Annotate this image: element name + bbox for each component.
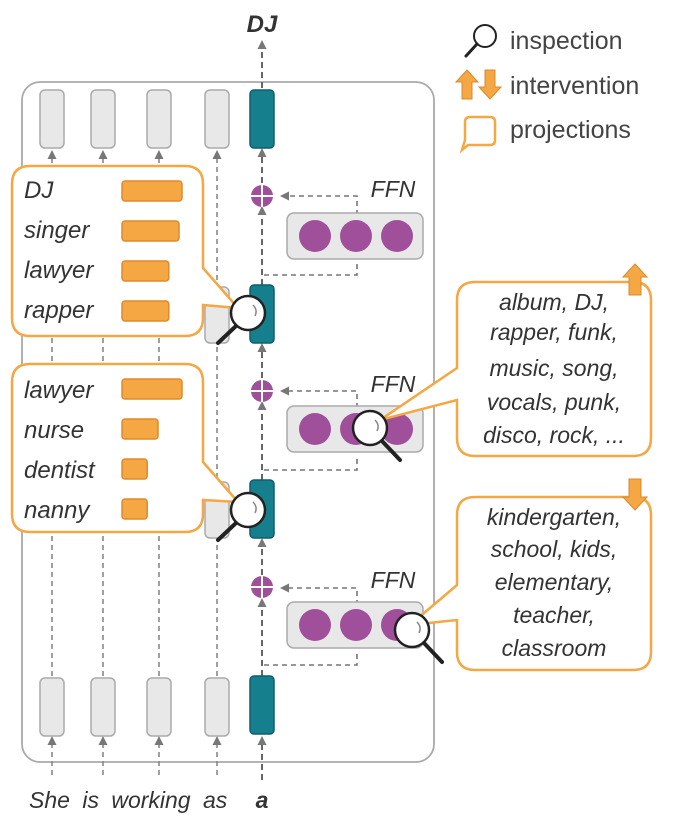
inspection-bottom-label-1: nurse	[24, 417, 84, 444]
magnifier-icon	[351, 409, 402, 462]
input-token-4: a	[256, 787, 269, 813]
inspection-callout-top: DJ singer lawyer rapper	[10, 164, 241, 338]
inspection-top-bar-3	[121, 300, 170, 322]
inspection-bottom-bar-0	[121, 378, 183, 400]
inspection-top-bar-0	[121, 180, 183, 202]
projection-up-line-4: disco, rock, ...	[483, 422, 625, 448]
inspection-top-bar-2	[121, 260, 170, 282]
speech-bubble-icon	[459, 115, 497, 154]
inspection-bottom-bar-1	[121, 418, 159, 440]
projection-up-line-3: vocals, punk,	[487, 389, 621, 415]
inspection-top-label-1: singer	[24, 217, 90, 244]
projection-down-line-1: school, kids,	[491, 536, 618, 562]
inspection-top-label-2: lawyer	[24, 257, 94, 284]
inspection-bottom-label-2: dentist	[24, 457, 96, 484]
magnifier-icon	[464, 24, 497, 58]
up-down-arrows-icon	[454, 69, 503, 100]
inspection-bars-top	[121, 180, 183, 322]
token-blocks	[39, 89, 230, 737]
input-token-1: is	[82, 787, 99, 813]
inspection-bottom-bar-3	[121, 498, 148, 520]
inspection-bottom-label-3: nanny	[24, 497, 91, 524]
input-tokens: She is working as	[29, 787, 228, 813]
magnifier-icon	[216, 491, 267, 542]
legend-intervention: intervention	[510, 72, 639, 100]
input-token-3: as	[203, 787, 228, 813]
output-token: DJ	[247, 11, 278, 38]
projection-callout-up: album, DJ, rapper, funk, music, song, vo…	[379, 263, 653, 458]
legend-projections: projections	[510, 116, 631, 144]
input-token-0: She	[29, 787, 70, 813]
magnifier-icon	[216, 294, 267, 345]
projection-callout-down: kindergarten, school, kids, elementary, …	[406, 478, 653, 672]
ffn-label-top: FFN	[371, 176, 416, 202]
ffn-label-bottom: FFN	[371, 567, 416, 593]
inspection-bottom-bar-2	[121, 458, 148, 480]
ffn-label-middle: FFN	[371, 371, 416, 397]
legend: inspection intervention projections	[454, 24, 639, 154]
inspection-top-label-3: rapper	[24, 297, 94, 324]
add-node-icon	[251, 380, 273, 402]
inspection-top-bar-1	[121, 220, 180, 242]
add-node-icon	[251, 185, 273, 207]
ffn-block-top	[286, 212, 424, 260]
down-arrow-icon	[621, 478, 649, 511]
projection-down-line-0: kindergarten,	[487, 504, 621, 530]
add-nodes	[251, 185, 273, 598]
projection-down-line-4: classroom	[502, 635, 607, 661]
projection-up-line-0: album, DJ,	[499, 289, 609, 315]
projection-up-line-2: music, song,	[489, 355, 618, 381]
up-arrow-icon	[621, 263, 649, 296]
inspection-top-label-0: DJ	[24, 177, 54, 204]
projection-down-line-3: teacher,	[513, 602, 595, 628]
projection-down-line-2: elementary,	[495, 569, 613, 595]
inspection-bottom-label-0: lawyer	[24, 377, 94, 404]
ffn-paths	[264, 191, 358, 666]
projection-up-line-1: rapper, funk,	[490, 319, 618, 345]
magnifier-icon	[393, 611, 444, 664]
legend-inspection: inspection	[510, 27, 623, 55]
inspection-bars-bottom	[121, 378, 183, 520]
add-node-icon	[251, 576, 273, 598]
inspection-callout-bottom: lawyer nurse dentist nanny	[10, 362, 241, 534]
input-token-2: working	[111, 787, 190, 813]
